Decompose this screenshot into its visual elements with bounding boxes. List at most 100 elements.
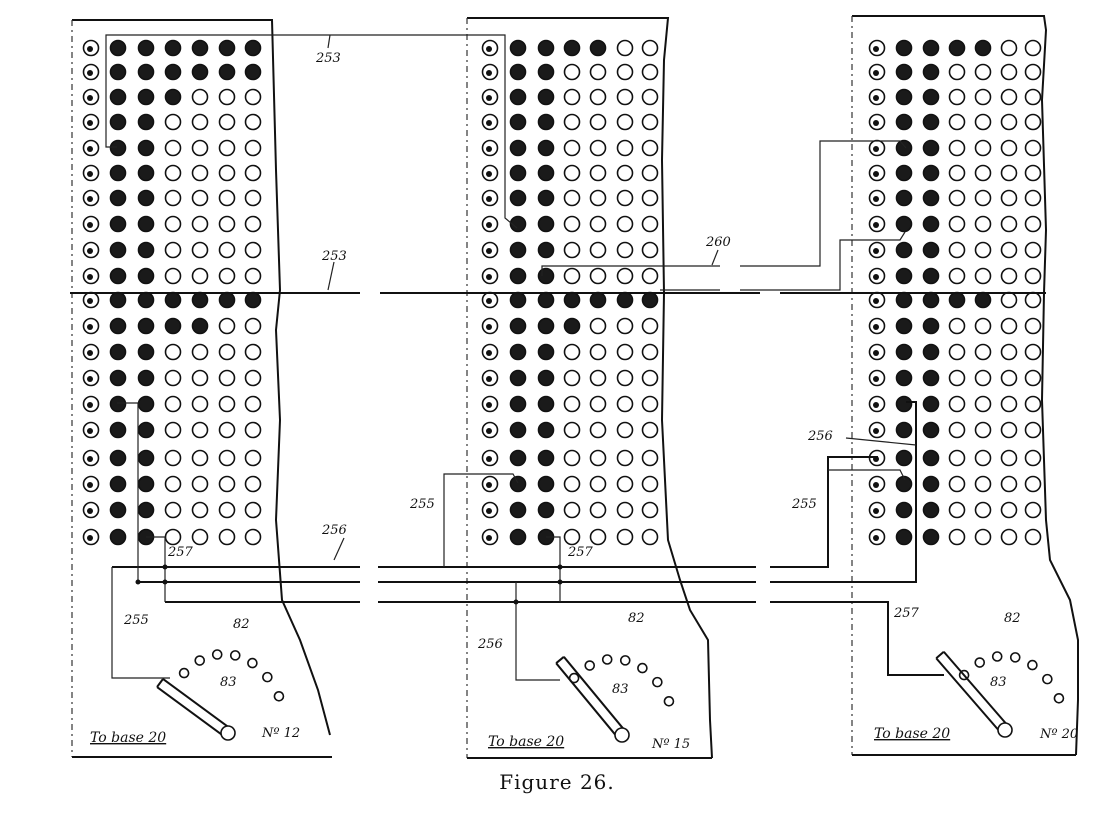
empty-hole: [948, 88, 966, 106]
marked-hole: [895, 343, 913, 361]
empty-hole: [1024, 267, 1042, 285]
hole-mark: [873, 298, 879, 304]
hole-mark: [486, 482, 492, 488]
hole-mark: [873, 350, 879, 356]
empty-hole: [191, 267, 209, 285]
hole-mark: [486, 146, 492, 152]
wire-255-p1: [111, 567, 170, 679]
to-base-label: To base 20: [488, 734, 564, 750]
empty-hole: [616, 241, 634, 259]
marked-hole: [244, 291, 262, 309]
empty-hole: [974, 395, 992, 413]
marked-hole: [537, 139, 555, 157]
marked-hole: [218, 39, 236, 57]
bus-line-2: [140, 401, 917, 583]
marked-hole: [191, 63, 209, 81]
hole-mark: [486, 535, 492, 541]
hole-mark: [486, 402, 492, 408]
marked-hole: [164, 317, 182, 335]
empty-hole: [1000, 241, 1018, 259]
wire-256-p3: [845, 437, 917, 446]
marked-hole: [137, 139, 155, 157]
hole-mark: [873, 482, 879, 488]
hole-mark: [87, 482, 93, 488]
empty-hole: [244, 421, 262, 439]
marked-hole: [509, 63, 527, 81]
empty-hole: [191, 449, 209, 467]
panel-12-outline: [71, 19, 332, 758]
empty-hole: [616, 189, 634, 207]
empty-hole: [1000, 189, 1018, 207]
empty-hole: [218, 421, 236, 439]
hole-mark: [486, 456, 492, 462]
empty-hole: [948, 189, 966, 207]
marked-hole: [922, 501, 940, 519]
marked-hole: [922, 39, 940, 57]
label-255-p3: 255: [791, 497, 817, 512]
empty-hole: [1024, 215, 1042, 233]
empty-hole: [641, 241, 659, 259]
empty-hole: [616, 343, 634, 361]
empty-hole: [616, 449, 634, 467]
marked-hole: [109, 528, 127, 546]
marked-hole: [895, 139, 913, 157]
empty-hole: [589, 267, 607, 285]
empty-hole: [616, 395, 634, 413]
marked-hole: [895, 475, 913, 493]
hole-mark: [873, 428, 879, 434]
empty-hole: [218, 369, 236, 387]
empty-hole: [974, 369, 992, 387]
marked-hole: [137, 113, 155, 131]
empty-hole: [164, 449, 182, 467]
empty-hole: [164, 475, 182, 493]
empty-hole: [974, 215, 992, 233]
empty-hole: [589, 215, 607, 233]
label-256-p2: 256: [477, 637, 503, 652]
empty-hole: [563, 189, 581, 207]
hole-mark: [486, 376, 492, 382]
marked-hole: [164, 63, 182, 81]
empty-hole: [948, 528, 966, 546]
empty-hole: [1024, 88, 1042, 106]
empty-hole: [1024, 113, 1042, 131]
panel-number-label: Nº 15: [651, 737, 690, 752]
hole-mark: [87, 324, 93, 330]
hole-mark: [87, 456, 93, 462]
marked-hole: [509, 475, 527, 493]
empty-hole: [974, 475, 992, 493]
marked-hole: [922, 475, 940, 493]
label-256-p3: 256: [807, 429, 833, 444]
empty-hole: [589, 475, 607, 493]
empty-hole: [616, 369, 634, 387]
marked-hole: [537, 88, 555, 106]
marked-hole: [137, 241, 155, 259]
marked-hole: [109, 189, 127, 207]
empty-hole: [1000, 395, 1018, 413]
empty-hole: [616, 267, 634, 285]
hole-mark: [486, 298, 492, 304]
empty-hole: [1000, 113, 1018, 131]
empty-hole: [164, 343, 182, 361]
empty-hole: [1024, 369, 1042, 387]
marked-hole: [895, 113, 913, 131]
empty-hole: [974, 317, 992, 335]
empty-hole: [974, 421, 992, 439]
empty-hole: [948, 369, 966, 387]
marked-hole: [537, 113, 555, 131]
empty-hole: [589, 501, 607, 519]
empty-hole: [191, 189, 209, 207]
marked-hole: [922, 113, 940, 131]
switch-pivot: [614, 727, 630, 743]
label-255-p1: 255: [123, 613, 149, 628]
hole-mark: [87, 350, 93, 356]
marked-hole: [616, 291, 634, 309]
switch-arm: [156, 678, 232, 738]
marked-hole: [509, 395, 527, 413]
empty-hole: [563, 395, 581, 413]
empty-hole: [1024, 343, 1042, 361]
panel-number-label: Nº 20: [1039, 727, 1078, 742]
panel-12-grid: [82, 39, 262, 546]
to-base-label: To base 20: [90, 730, 166, 746]
empty-hole: [589, 528, 607, 546]
